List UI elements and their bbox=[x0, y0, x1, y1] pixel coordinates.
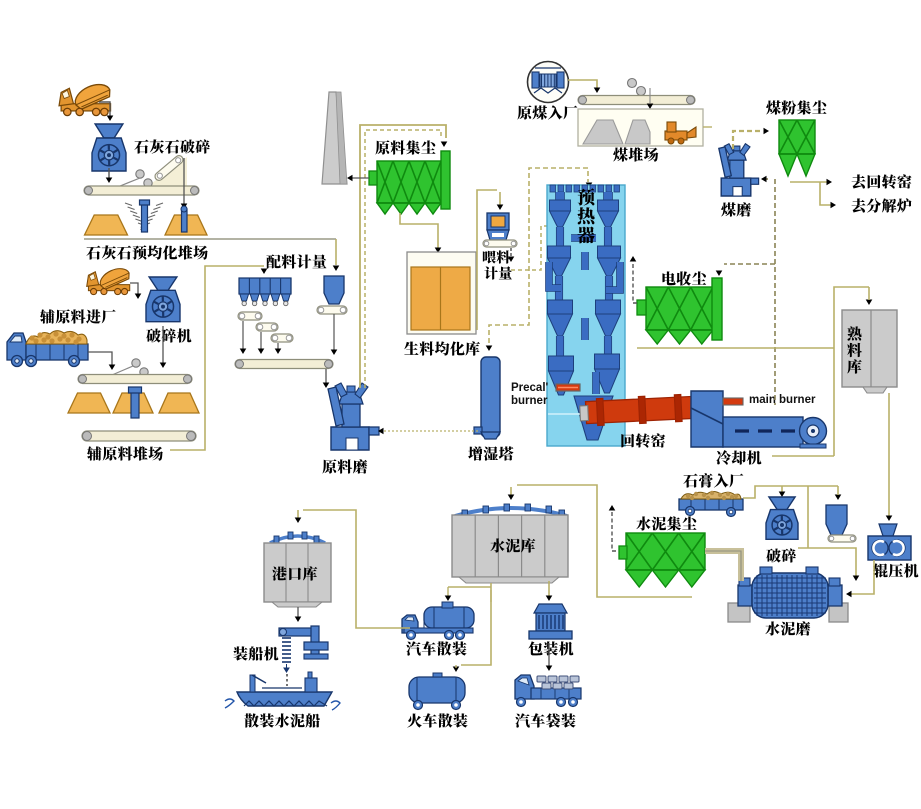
svg-text:Precal': Precal' bbox=[511, 382, 549, 394]
svg-text:burner: burner bbox=[511, 395, 548, 407]
svg-text:main burner: main burner bbox=[749, 394, 816, 406]
